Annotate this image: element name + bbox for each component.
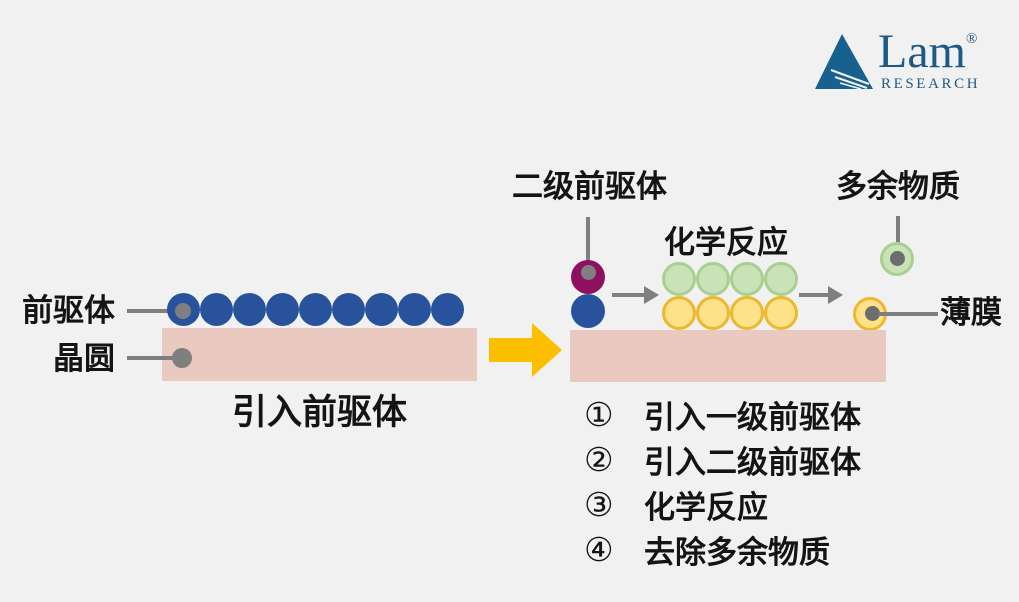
list-item: ① 引入一级前驱体 bbox=[584, 392, 861, 437]
precursor-molecule-row bbox=[167, 293, 464, 326]
secondary-precursor-callout-line bbox=[586, 217, 590, 274]
secondary-precursor-label: 二级前驱体 bbox=[512, 169, 667, 204]
wafer-callout-dot bbox=[172, 348, 192, 368]
list-item: ③ 化学反应 bbox=[584, 482, 861, 527]
film-label: 薄膜 bbox=[940, 295, 1002, 330]
reaction-yellow-molecule bbox=[696, 296, 730, 330]
left-caption: 引入前驱体 bbox=[231, 393, 407, 432]
reaction-green-row bbox=[662, 262, 798, 296]
reaction-green-molecule bbox=[696, 262, 730, 296]
logo-wordmark: Lam® bbox=[878, 25, 978, 78]
wafer-right bbox=[570, 330, 886, 382]
adsorbed-precursor-molecule bbox=[571, 294, 605, 328]
step-arrow-2-icon bbox=[828, 286, 843, 304]
lam-logo-triangle-icon bbox=[815, 34, 873, 90]
step-number: ④ bbox=[584, 530, 614, 569]
precursor-molecule bbox=[431, 293, 464, 326]
excess-callout-line bbox=[896, 216, 900, 258]
precursor-molecule bbox=[365, 293, 398, 326]
reaction-yellow-molecule bbox=[662, 296, 696, 330]
wafer-label: 晶圆 bbox=[53, 341, 115, 376]
precursor-molecule bbox=[332, 293, 365, 326]
step-number: ③ bbox=[584, 485, 614, 524]
precursor-molecule bbox=[233, 293, 266, 326]
reaction-green-molecule bbox=[730, 262, 764, 296]
film-callout-line bbox=[879, 312, 938, 316]
secondary-precursor-callout-dot bbox=[581, 265, 596, 280]
precursor-molecule bbox=[200, 293, 233, 326]
logo-subtitle: RESEARCH bbox=[881, 76, 981, 92]
excess-material-label: 多余物质 bbox=[836, 169, 960, 204]
precursor-callout-line bbox=[127, 309, 181, 313]
precursor-molecule bbox=[398, 293, 431, 326]
step-arrow-1-shaft bbox=[612, 293, 645, 297]
wafer-left bbox=[162, 328, 477, 381]
step-arrow-1-icon bbox=[644, 286, 659, 304]
step-text: 去除多余物质 bbox=[644, 535, 830, 570]
precursor-molecule bbox=[266, 293, 299, 326]
registered-trademark: ® bbox=[965, 31, 978, 47]
precursor-callout-dot bbox=[175, 303, 191, 319]
reaction-yellow-molecule bbox=[764, 296, 798, 330]
reaction-yellow-molecule bbox=[730, 296, 764, 330]
excess-callout-dot bbox=[890, 251, 905, 266]
transition-arrow-icon bbox=[489, 323, 562, 377]
step-text: 引入二级前驱体 bbox=[644, 445, 861, 480]
step-number: ② bbox=[584, 440, 614, 479]
reaction-green-molecule bbox=[662, 262, 696, 296]
step-arrow-2-shaft bbox=[799, 293, 829, 297]
step-number: ① bbox=[584, 395, 614, 434]
list-item: ④ 去除多余物质 bbox=[584, 527, 861, 572]
step-text: 化学反应 bbox=[644, 490, 768, 525]
film-callout-dot bbox=[865, 306, 880, 321]
reaction-green-molecule bbox=[764, 262, 798, 296]
reaction-yellow-row bbox=[662, 296, 798, 330]
step-text: 引入一级前驱体 bbox=[644, 400, 861, 435]
reaction-label: 化学反应 bbox=[664, 225, 788, 260]
process-steps-list: ① 引入一级前驱体 ② 引入二级前驱体 ③ 化学反应 ④ 去除多余物质 bbox=[584, 392, 861, 572]
lam-research-logo: Lam® RESEARCH bbox=[813, 28, 1013, 94]
precursor-molecule bbox=[299, 293, 332, 326]
list-item: ② 引入二级前驱体 bbox=[584, 437, 861, 482]
wafer-callout-line bbox=[127, 356, 179, 360]
precursor-label: 前驱体 bbox=[22, 293, 115, 328]
